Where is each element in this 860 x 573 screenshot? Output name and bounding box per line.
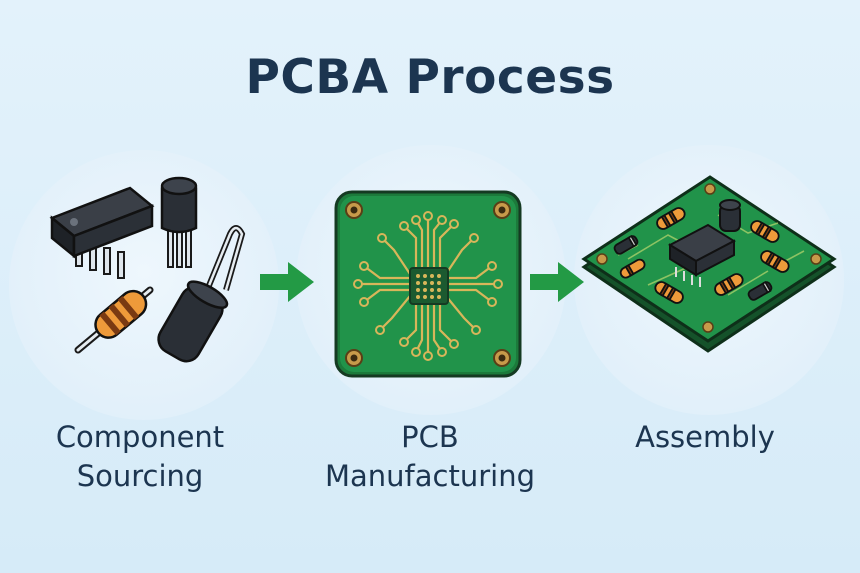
- transistor-icon: [719, 199, 741, 232]
- resistor-icon: [619, 207, 790, 304]
- ic-chip-icon: [667, 223, 737, 287]
- stage-label-component-sourcing: Component Sourcing: [55, 420, 225, 493]
- stage-label-pcb-manufacturing: PCB Manufacturing: [325, 420, 535, 493]
- stage-1-background: [9, 150, 279, 420]
- capacitor-icon: [157, 225, 246, 363]
- electronic-components-icon: [49, 176, 246, 363]
- ic-chip-icon: [49, 186, 155, 279]
- assembled-board-icon: [581, 175, 837, 353]
- arrow-right-icon: [260, 262, 314, 302]
- diagram-title: PCBA Process: [245, 50, 615, 105]
- transistor-icon: [160, 176, 198, 268]
- circuit-board-icon: [334, 190, 522, 378]
- stage-label-assembly: Assembly: [635, 420, 775, 454]
- arrow-right-icon: [530, 262, 584, 302]
- resistor-icon: [74, 286, 154, 354]
